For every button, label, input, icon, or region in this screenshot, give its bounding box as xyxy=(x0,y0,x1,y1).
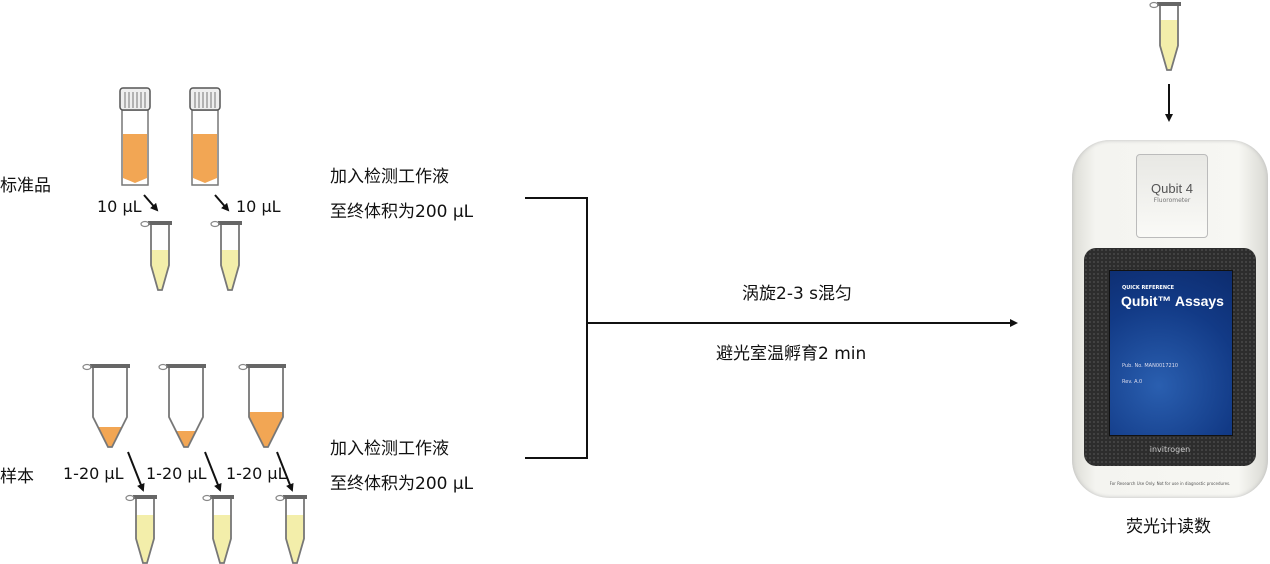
step-add-line2: 至终体积为200 μL xyxy=(330,474,474,494)
sample-chamber-lid: Qubit 4 Fluorometer xyxy=(1136,154,1208,238)
screen-header: QUICK REFERENCE xyxy=(1122,285,1175,291)
transfer-arrow xyxy=(143,194,159,212)
transfer-arrow xyxy=(127,451,145,492)
standard-vial xyxy=(189,87,221,186)
screen-rev: Rev. A.0 xyxy=(1122,379,1143,385)
screen-pub-no: Pub. No. MAN0017210 xyxy=(1122,363,1179,369)
sample-volume-label: 1-20 μL xyxy=(146,464,207,483)
transfer-arrow xyxy=(204,451,222,492)
qubit-fluorometer: Qubit 4 Fluorometer QUICK REFERENCE Qubi… xyxy=(1072,140,1268,498)
assay-tube xyxy=(140,220,172,291)
maker-logo: invitrogen xyxy=(1149,445,1191,454)
touchscreen-panel: QUICK REFERENCE Qubit™ Assays Pub. No. M… xyxy=(1084,248,1256,466)
standards-label: 标准品 xyxy=(0,176,51,196)
step-mix-line1: 涡旋2-3 s混匀 xyxy=(742,284,853,304)
assay-tube xyxy=(202,494,234,564)
device-subtitle: Fluorometer xyxy=(1153,197,1191,204)
step-add-line2: 至终体积为200 μL xyxy=(330,202,474,222)
standard-volume-label: 10 μL xyxy=(236,197,281,216)
device-brand: Qubit 4 xyxy=(1151,181,1193,196)
sample-volume-label: 1-20 μL xyxy=(63,464,124,483)
sample-volume-label: 1-20 μL xyxy=(226,464,287,483)
step-add-line1: 加入检测工作液 xyxy=(330,439,449,459)
assay-tube xyxy=(210,220,242,291)
assay-tube-insert xyxy=(1149,1,1181,71)
device-caption: 荧光计读数 xyxy=(1126,517,1211,537)
assay-tube xyxy=(125,494,157,564)
bracket-connector xyxy=(525,197,588,459)
standard-volume-label: 10 μL xyxy=(97,197,142,216)
device-footer: For Research Use Only. Not for use in di… xyxy=(1109,481,1231,486)
standard-vial xyxy=(119,87,151,186)
transfer-arrow xyxy=(276,451,294,492)
sample-tube xyxy=(158,363,206,448)
transfer-arrow xyxy=(214,194,230,212)
screen-title: Qubit™ Assays xyxy=(1121,293,1224,309)
sample-tube xyxy=(82,363,130,448)
sample-tube xyxy=(238,363,286,448)
step-add-line1: 加入检测工作液 xyxy=(330,167,449,187)
step-mix-line2: 避光室温孵育2 min xyxy=(716,344,867,364)
device-screen: QUICK REFERENCE Qubit™ Assays Pub. No. M… xyxy=(1109,270,1233,436)
assay-tube xyxy=(275,494,307,564)
samples-label: 样本 xyxy=(0,467,34,487)
